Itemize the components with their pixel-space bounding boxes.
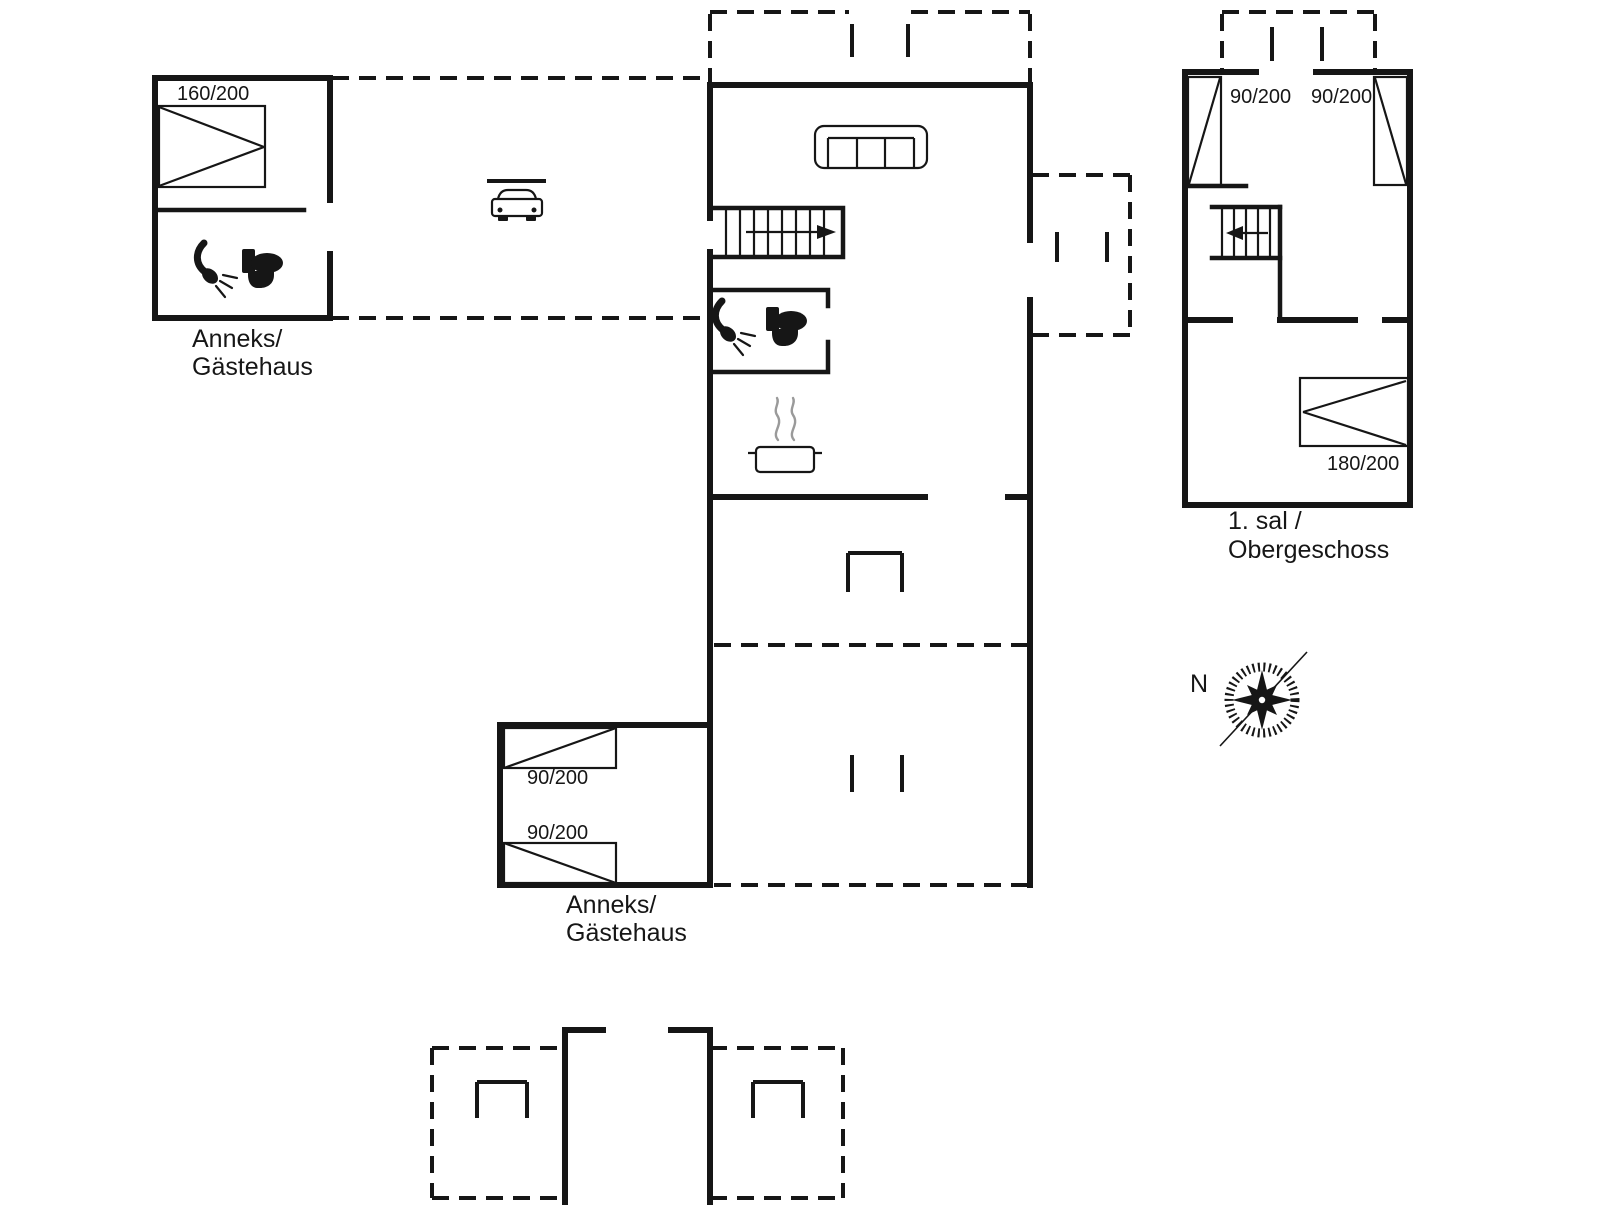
bed-icon — [157, 104, 267, 189]
balcony-dashed-boundary — [1220, 10, 1377, 70]
lower-room-opening-marks — [850, 755, 904, 792]
outbuilding-left-opening-marks — [475, 1080, 529, 1118]
room-label-line1: Anneks/ — [566, 891, 656, 919]
annex-bottom: 90/200 90/200 Anneks/ Gästehaus — [497, 722, 713, 947]
terrace-right — [1032, 173, 1132, 337]
outbuilding-right-dashed — [710, 1046, 845, 1200]
room-label-line1: Anneks/ — [192, 325, 282, 353]
bed-size-label: 90/200 — [527, 822, 588, 844]
carport-link — [332, 76, 708, 320]
upper-floor-outer-walls — [1182, 69, 1413, 508]
terrace-top — [708, 10, 1032, 83]
fireplace-icon — [846, 551, 904, 592]
sofa-icon — [813, 124, 929, 170]
bed-size-label: 160/200 — [177, 83, 249, 105]
bed-size-label: 180/200 — [1327, 453, 1399, 475]
stove-pot-icon — [748, 396, 822, 474]
annex-top-left-outer-walls — [152, 75, 333, 321]
terrace-right-opening-marks — [1055, 232, 1109, 262]
north-label: N — [1190, 670, 1208, 698]
terrace-top-opening-marks — [850, 24, 910, 57]
toilet-icon — [766, 307, 807, 346]
stairs-icon — [709, 205, 846, 260]
bed-icon — [1186, 75, 1223, 187]
annex-top-left: 160/200 Anneks/ Gästehaus — [152, 75, 333, 381]
room-label-line2: Gästehaus — [192, 353, 313, 381]
bed-icon — [1298, 376, 1410, 448]
outbuilding-right-opening-marks — [751, 1080, 805, 1118]
upper-floor: 90/200 90/200 180/200 1. sal / Obergesch… — [1182, 10, 1413, 564]
terrace-top-dashed-boundary — [708, 10, 1032, 83]
compass: N — [1190, 651, 1308, 747]
shower-icon — [197, 243, 237, 297]
main-house — [707, 10, 1132, 888]
floor-label-line2: Obergeschoss — [1228, 536, 1389, 564]
bathroom — [709, 287, 831, 375]
bed-size-label: 90/200 — [1230, 86, 1291, 108]
outbuilding-solid-walls — [562, 1027, 713, 1205]
bathroom-walls — [709, 287, 831, 375]
room-label-line2: Gästehaus — [566, 919, 687, 947]
shower-icon — [715, 301, 755, 355]
floor-label-line1: 1. sal / — [1228, 507, 1302, 535]
toilet-icon — [242, 249, 283, 288]
annex-bottom-outer-walls — [497, 722, 713, 888]
compass-rose-icon — [1219, 651, 1308, 747]
carport-dashed-boundary — [332, 76, 708, 320]
bed-icon — [502, 841, 618, 885]
bed-icon — [502, 726, 618, 770]
outbuilding-bottom — [430, 1027, 845, 1205]
bed-size-label: 90/200 — [527, 767, 588, 789]
bed-icon — [1372, 75, 1409, 187]
terrace-right-dashed-boundary — [1032, 173, 1132, 337]
balcony-opening-marks — [1270, 27, 1324, 61]
stairs-icon — [1209, 204, 1283, 261]
outbuilding-left-dashed — [430, 1046, 565, 1200]
car-icon — [490, 188, 544, 221]
bed-size-label: 90/200 — [1311, 86, 1372, 108]
